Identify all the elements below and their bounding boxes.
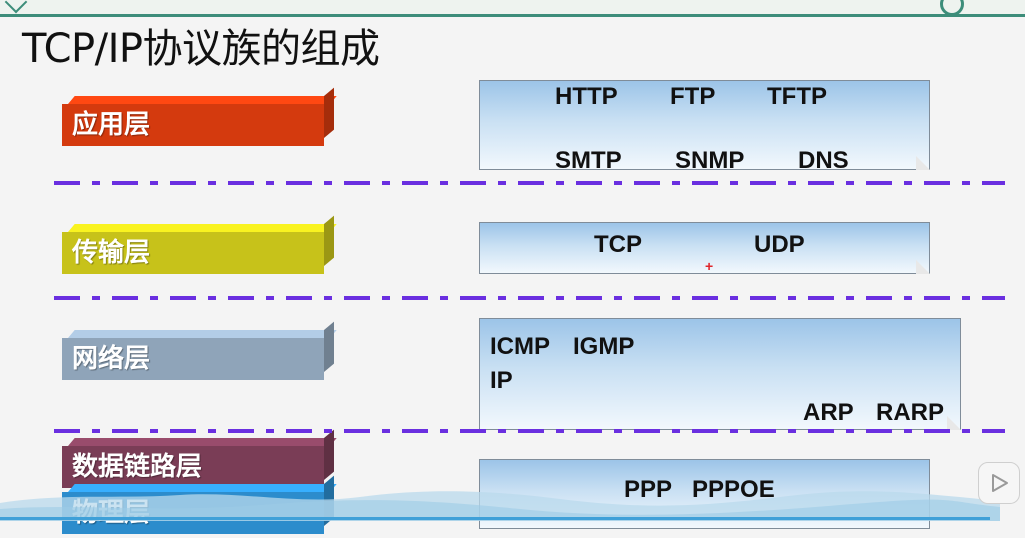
application-protocols-box: HTTP FTP TFTP SMTP SNMP DNS: [479, 80, 930, 174]
protocol-http: HTTP: [555, 83, 618, 110]
protocol-dns: DNS: [798, 147, 849, 174]
chevron-icon: [4, 0, 28, 14]
protocol-ppp: PPP: [624, 476, 673, 503]
protocol-smtp: SMTP: [555, 147, 622, 174]
transport-protocols-box: TCP UDP: [479, 222, 930, 274]
protocol-ftp: FTP: [670, 83, 716, 110]
page-fold: [916, 156, 930, 170]
protocol-snmp: SNMP: [675, 147, 745, 174]
divider-line: [54, 296, 1005, 300]
page-fold: [947, 416, 961, 430]
top-bar: [0, 0, 1025, 17]
protocol-igmp: IGMP: [573, 333, 635, 360]
cursor-icon: +: [705, 258, 714, 274]
layer-application: 应用层: [62, 104, 324, 146]
layer-datalink: 数据链路层: [62, 446, 324, 488]
protocol-pppoe: PPPOE: [692, 476, 775, 503]
slide-title: TCP/IP协议族的组成: [22, 26, 380, 72]
divider-line: [54, 429, 1005, 433]
play-icon: [992, 474, 1008, 492]
divider-line: [54, 181, 1005, 185]
play-button[interactable]: [978, 462, 1020, 504]
protocol-ip: IP: [490, 367, 513, 394]
wave-decoration: [0, 491, 1000, 521]
protocol-rarp: RARP: [876, 399, 945, 426]
page-fold: [916, 260, 930, 274]
bottom-bar: [0, 517, 990, 520]
protocol-icmp: ICMP: [490, 333, 550, 360]
protocol-tftp: TFTP: [767, 83, 827, 110]
circle-icon: [940, 0, 964, 16]
protocol-arp: ARP: [803, 399, 854, 426]
layer-transport: 传输层: [62, 232, 324, 274]
layer-network: 网络层: [62, 338, 324, 380]
protocol-udp: UDP: [754, 231, 805, 258]
network-protocols-box: ICMP IGMP IP ARP RARP: [479, 318, 961, 430]
protocol-tcp: TCP: [594, 231, 642, 258]
